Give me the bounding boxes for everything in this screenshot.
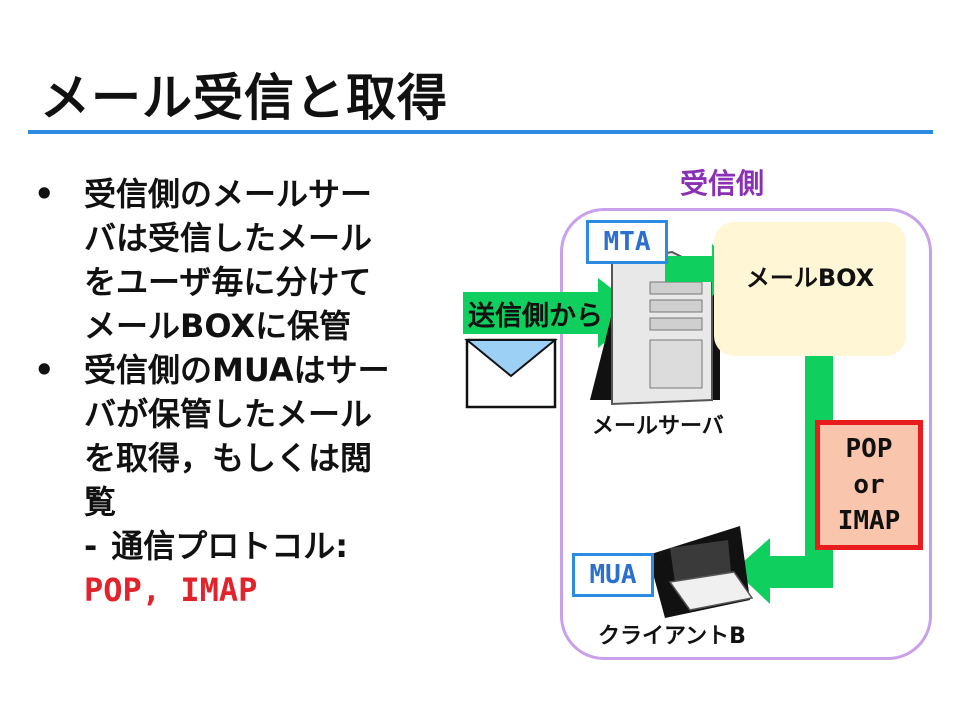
sender-label: 送信側から — [468, 301, 603, 332]
receiver-side-region — [560, 208, 932, 660]
slide-title: メール受信と取得 — [40, 69, 448, 127]
bullet-list: • 受信側のメールサー バは受信したメール をユーザ毎に分けて メールBOXに保… — [30, 172, 430, 612]
bullet-line: 受信側のメールサー — [84, 175, 373, 213]
sub-item: -通信プロトコル: — [30, 524, 430, 568]
server-icon — [590, 250, 720, 406]
mta-tag: MTA — [586, 220, 668, 264]
dash-icon: - — [84, 527, 98, 565]
server-caption: メールサーバ — [592, 414, 724, 439]
sender-arrow — [463, 278, 642, 348]
title-divider — [28, 130, 933, 134]
mua-tag: MUA — [572, 553, 654, 597]
protocol-line: or — [853, 470, 885, 500]
protocol-box: POP or IMAP — [815, 420, 923, 550]
bullet-line: をユーザ毎に分けて — [84, 263, 372, 301]
sub-item-text: 通信プロトコル: — [111, 527, 349, 565]
protocol-list: POP, IMAP — [84, 571, 258, 609]
bullet-line: バは受信したメール — [84, 219, 373, 257]
receiver-side-label: 受信側 — [680, 167, 765, 200]
bullet-line: バが保管したメール — [84, 395, 373, 433]
client-caption: クライアントB — [598, 624, 746, 649]
bullet-dot-icon: • — [34, 175, 55, 213]
bullet-line: 覧 — [84, 483, 117, 521]
bullet-item-2: • 受信側のMUAはサー バが保管したメール を取得，もしくは閲 覧 — [30, 348, 430, 524]
bullet-line: 受信側のMUAはサー — [84, 351, 390, 389]
mailbox-to-client-arrow — [734, 356, 833, 604]
protocol-line: IMAP — [837, 506, 901, 536]
bullet-line: メールBOXに保管 — [84, 307, 352, 345]
bullet-item-1: • 受信側のメールサー バは受信したメール をユーザ毎に分けて メールBOXに保… — [30, 172, 430, 348]
laptop-icon — [648, 526, 754, 618]
protocol-line: POP — [845, 434, 893, 464]
envelope-icon — [464, 338, 558, 409]
mailbox-label: メールBOX — [745, 264, 875, 292]
bullet-dot-icon: • — [34, 351, 55, 389]
bullet-line: を取得，もしくは閲 — [84, 439, 373, 477]
mailbox-region — [714, 222, 906, 356]
